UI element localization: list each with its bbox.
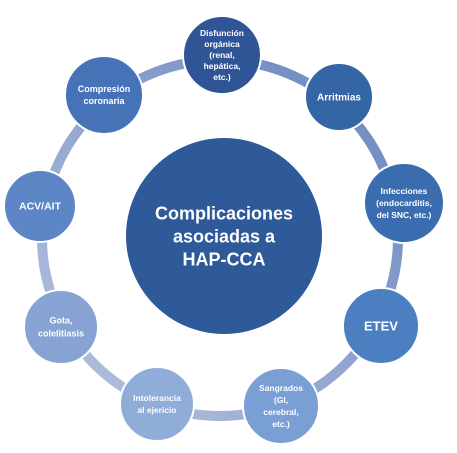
- node-circle: [119, 366, 195, 442]
- node-sangrados: Sangrados(GI,cerebral,etc.): [242, 367, 320, 445]
- node-gota: Gota,colelitiasis: [23, 289, 99, 365]
- node-label: ACV/AIT: [19, 201, 62, 213]
- node-label: Arritmias: [317, 93, 361, 104]
- node-circle: [242, 367, 320, 445]
- node-label: ETEV: [364, 319, 398, 334]
- node-circle: [304, 62, 374, 132]
- node-label: Infecciones(endocarditis,del SNC, etc.): [376, 186, 432, 220]
- node-circle: [64, 55, 144, 135]
- node-infecciones: Infecciones(endocarditis,del SNC, etc.): [363, 162, 445, 244]
- node-circle: [342, 287, 420, 365]
- node-etev: ETEV: [342, 287, 420, 365]
- node-label: Sangrados(GI,cerebral,etc.): [259, 383, 303, 429]
- node-circle: [182, 15, 262, 95]
- node-circle: [3, 169, 77, 243]
- node-circle: [23, 289, 99, 365]
- node-label: Gota,colelitiasis: [38, 316, 84, 339]
- node-arritmias: Arritmias: [304, 62, 374, 132]
- node-acv-ait: ACV/AIT: [3, 169, 77, 243]
- node-circle: [363, 162, 445, 244]
